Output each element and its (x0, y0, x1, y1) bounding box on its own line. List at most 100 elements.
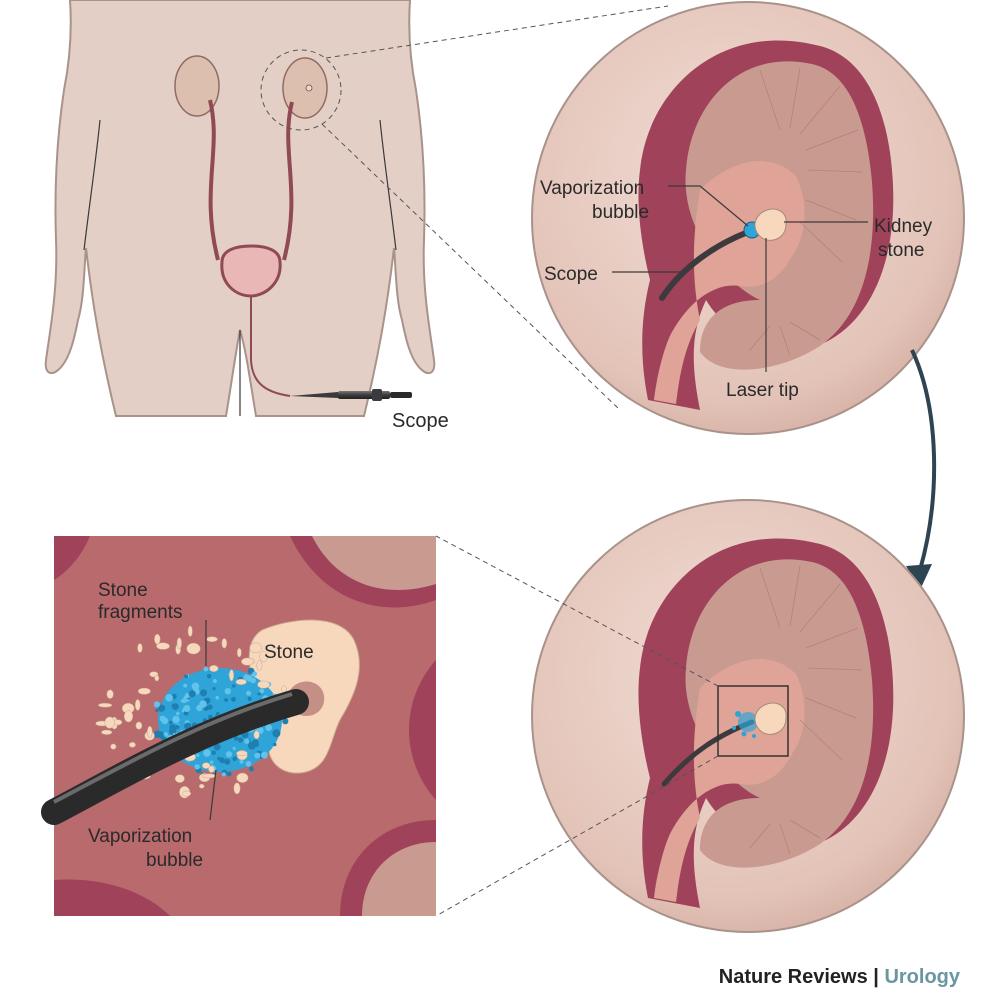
bottom-vaporization-bubble (732, 711, 758, 738)
zoom-scope (41, 689, 309, 825)
bubble (224, 698, 229, 702)
bubble (224, 688, 231, 695)
journal-name: Nature Reviews (718, 966, 868, 988)
bubble (203, 749, 211, 757)
bubble (153, 701, 160, 708)
stone-fragment (110, 743, 117, 750)
bubble (155, 708, 159, 713)
kidney-stone-label-line1: Kidney (874, 216, 933, 237)
stone-fragment (182, 790, 192, 797)
bubble (232, 684, 236, 688)
zoom-box (717, 685, 789, 757)
bottom-kidney-rays (749, 565, 863, 855)
leader-vaporization (668, 185, 749, 227)
zoom-tissue-fold-4 (54, 879, 170, 916)
bubble (231, 696, 236, 702)
stone-fragment (104, 716, 115, 729)
stone-fragment (147, 725, 153, 738)
stone-fragment (187, 625, 193, 637)
zoom-line-top-1 (325, 5, 669, 59)
kidney-view-bottom (531, 499, 965, 933)
bubble (174, 724, 180, 730)
bubble (159, 715, 166, 722)
stone-fragment (233, 782, 241, 795)
bubble (171, 703, 179, 710)
bubble (257, 692, 261, 696)
stone-fragment (229, 669, 234, 682)
stone-fragments-label-line1: Stone (98, 580, 148, 601)
bubble (165, 694, 173, 702)
stone-fragment (135, 721, 143, 730)
vaporization-label-line2: bubble (592, 202, 649, 223)
bubble (233, 736, 239, 741)
stone-fragment (137, 687, 151, 695)
zoom-line-top-2 (321, 123, 621, 411)
stone-fragment (209, 665, 219, 672)
zoom-tissue-fold-5 (54, 536, 90, 580)
bubble (203, 666, 209, 672)
progression-arrowhead (906, 564, 932, 590)
kidney-view-top: Vaporization bubble Kidney stone Scope L… (531, 1, 965, 435)
zoom-tissue-fold-2 (409, 660, 436, 800)
stone-fragment (241, 657, 254, 666)
bubble (159, 733, 165, 739)
bubble (237, 737, 244, 743)
bubble (216, 711, 220, 716)
bubble (200, 689, 207, 697)
bubble (246, 690, 252, 696)
scope-instrument-end (390, 392, 412, 398)
stone-fragment (236, 647, 242, 658)
bubble (248, 766, 254, 772)
stone-fragment (156, 642, 170, 650)
bubble (225, 751, 233, 758)
bubble (172, 715, 180, 724)
zoom-vaporization-label-line2: bubble (146, 850, 203, 871)
kidney-stone-label-line2: stone (878, 240, 924, 261)
left-kidney-shape (174, 55, 220, 117)
bubble (176, 711, 180, 716)
bubble (183, 705, 191, 712)
bubble (206, 674, 212, 679)
stone-fragment (186, 642, 201, 655)
bubble (163, 732, 169, 737)
credit-separator: | (867, 966, 885, 988)
bubble (232, 746, 236, 751)
body-arm-line-right (379, 119, 397, 251)
stone-fragments-label-line2: fragments (98, 602, 182, 623)
bubble (213, 743, 221, 751)
right-ureter (282, 101, 294, 261)
bubble (244, 738, 250, 744)
bubble (221, 772, 226, 777)
bubble (169, 724, 176, 731)
stone-fragment (101, 729, 113, 735)
bladder-shape (220, 244, 282, 298)
bubble (272, 729, 281, 738)
bubble (245, 675, 253, 682)
stone-fragment (206, 636, 218, 642)
bubble (212, 687, 216, 691)
stone-fragment (236, 750, 248, 757)
bubble (226, 771, 232, 777)
zoom-line-bottom-2 (435, 755, 719, 917)
scope-instrument-handle (372, 389, 382, 401)
leader-zoom-vapor (209, 769, 217, 821)
bubble (224, 758, 231, 765)
stone-fragment (221, 638, 228, 649)
stone-fragment (176, 637, 182, 649)
top-scope (659, 229, 751, 301)
bubble (215, 695, 219, 700)
stone-fragment (208, 765, 215, 773)
bubble (183, 683, 188, 688)
zoom-scope-highlight (53, 692, 293, 804)
bubble (188, 690, 196, 698)
bubble (180, 699, 185, 703)
bubble (260, 751, 268, 759)
stone-fragment (235, 678, 247, 685)
stone-fragment (253, 730, 260, 740)
stone-fragment (106, 689, 114, 699)
stone-fragment (154, 633, 161, 645)
right-kidney-shape (282, 57, 328, 119)
stone-fragment (281, 685, 287, 693)
